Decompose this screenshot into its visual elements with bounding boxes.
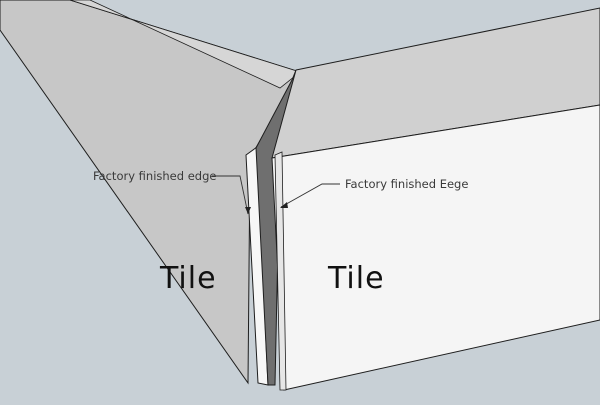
left-tile-label: Tile: [159, 261, 217, 296]
right-callout-text: Factory finished Eege: [345, 177, 468, 191]
left-callout-text: Factory finished edge: [93, 169, 216, 183]
right-tile-top: [271, 7, 600, 159]
left-callout-arrowhead: [245, 207, 251, 214]
left-callout-leader: [212, 175, 249, 215]
right-tile-label: Tile: [327, 261, 385, 296]
left-tile-bevel: [69, 0, 301, 89]
right-callout-leader: [280, 183, 340, 208]
right-callout-arrowhead: [280, 202, 288, 208]
right-tile-finished-edge: [274, 151, 287, 391]
